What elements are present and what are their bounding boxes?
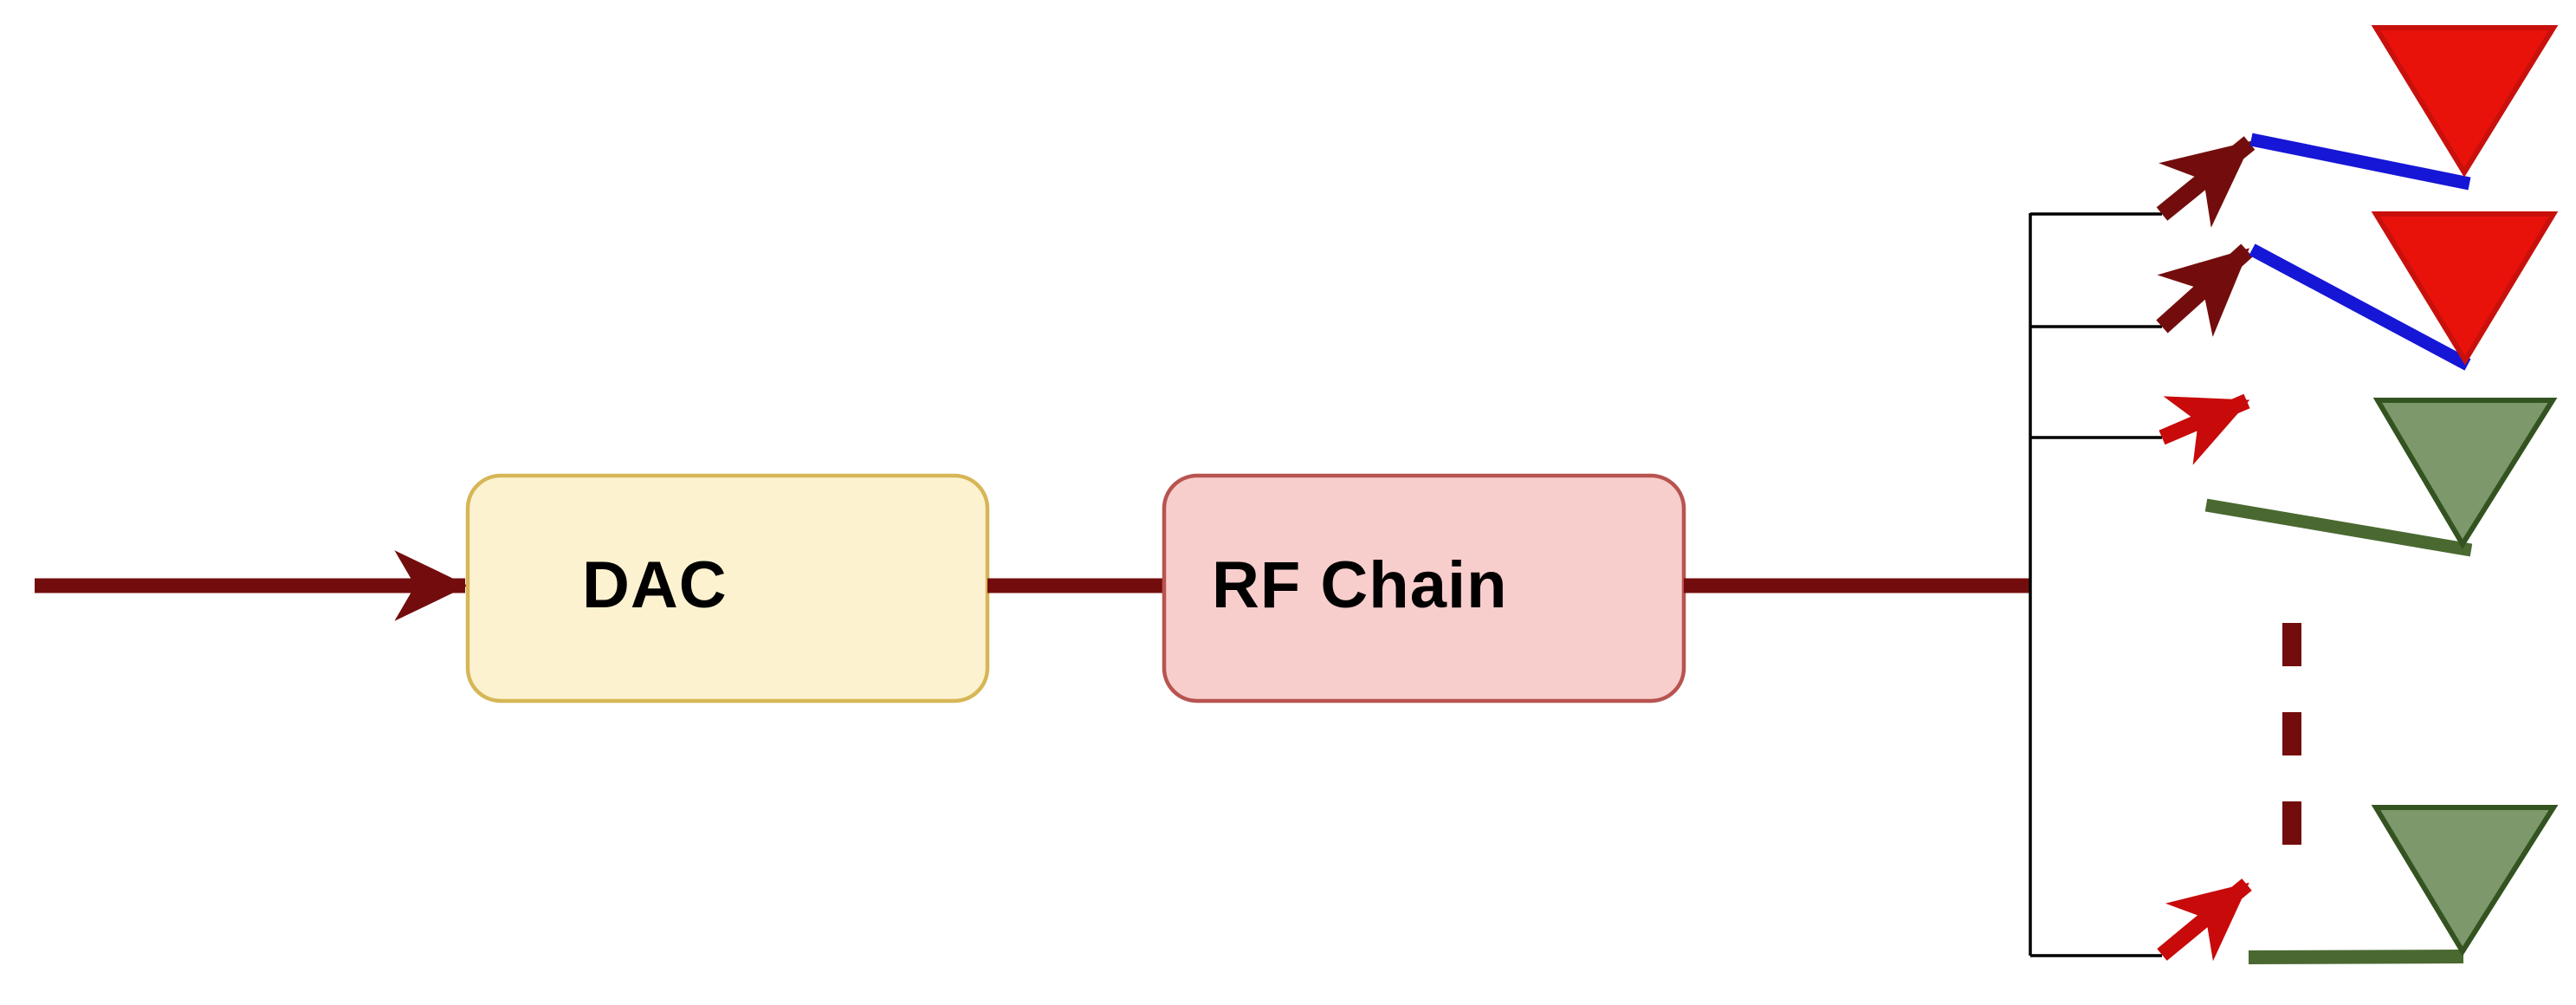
splitter-tree — [2029, 212, 2162, 957]
rf-chain-block-label: RF Chain — [1212, 548, 1508, 622]
feed-line-4 — [2248, 950, 2464, 964]
feed-line-2 — [2249, 243, 2471, 371]
dac-block — [465, 473, 990, 704]
branch-arrow-1 — [2156, 136, 2256, 228]
antenna-4 — [2371, 805, 2559, 956]
feed-line-3 — [2204, 498, 2473, 557]
branch-arrow-3 — [2159, 393, 2250, 465]
antenna-2 — [2371, 211, 2559, 366]
antenna-1 — [2371, 25, 2559, 178]
antenna-3 — [2372, 398, 2558, 549]
branch-arrow-4 — [2157, 879, 2252, 962]
dac-block-label: DAC — [582, 548, 728, 622]
feed-line-1 — [2249, 133, 2471, 191]
branch-arrow-2 — [2156, 243, 2253, 337]
